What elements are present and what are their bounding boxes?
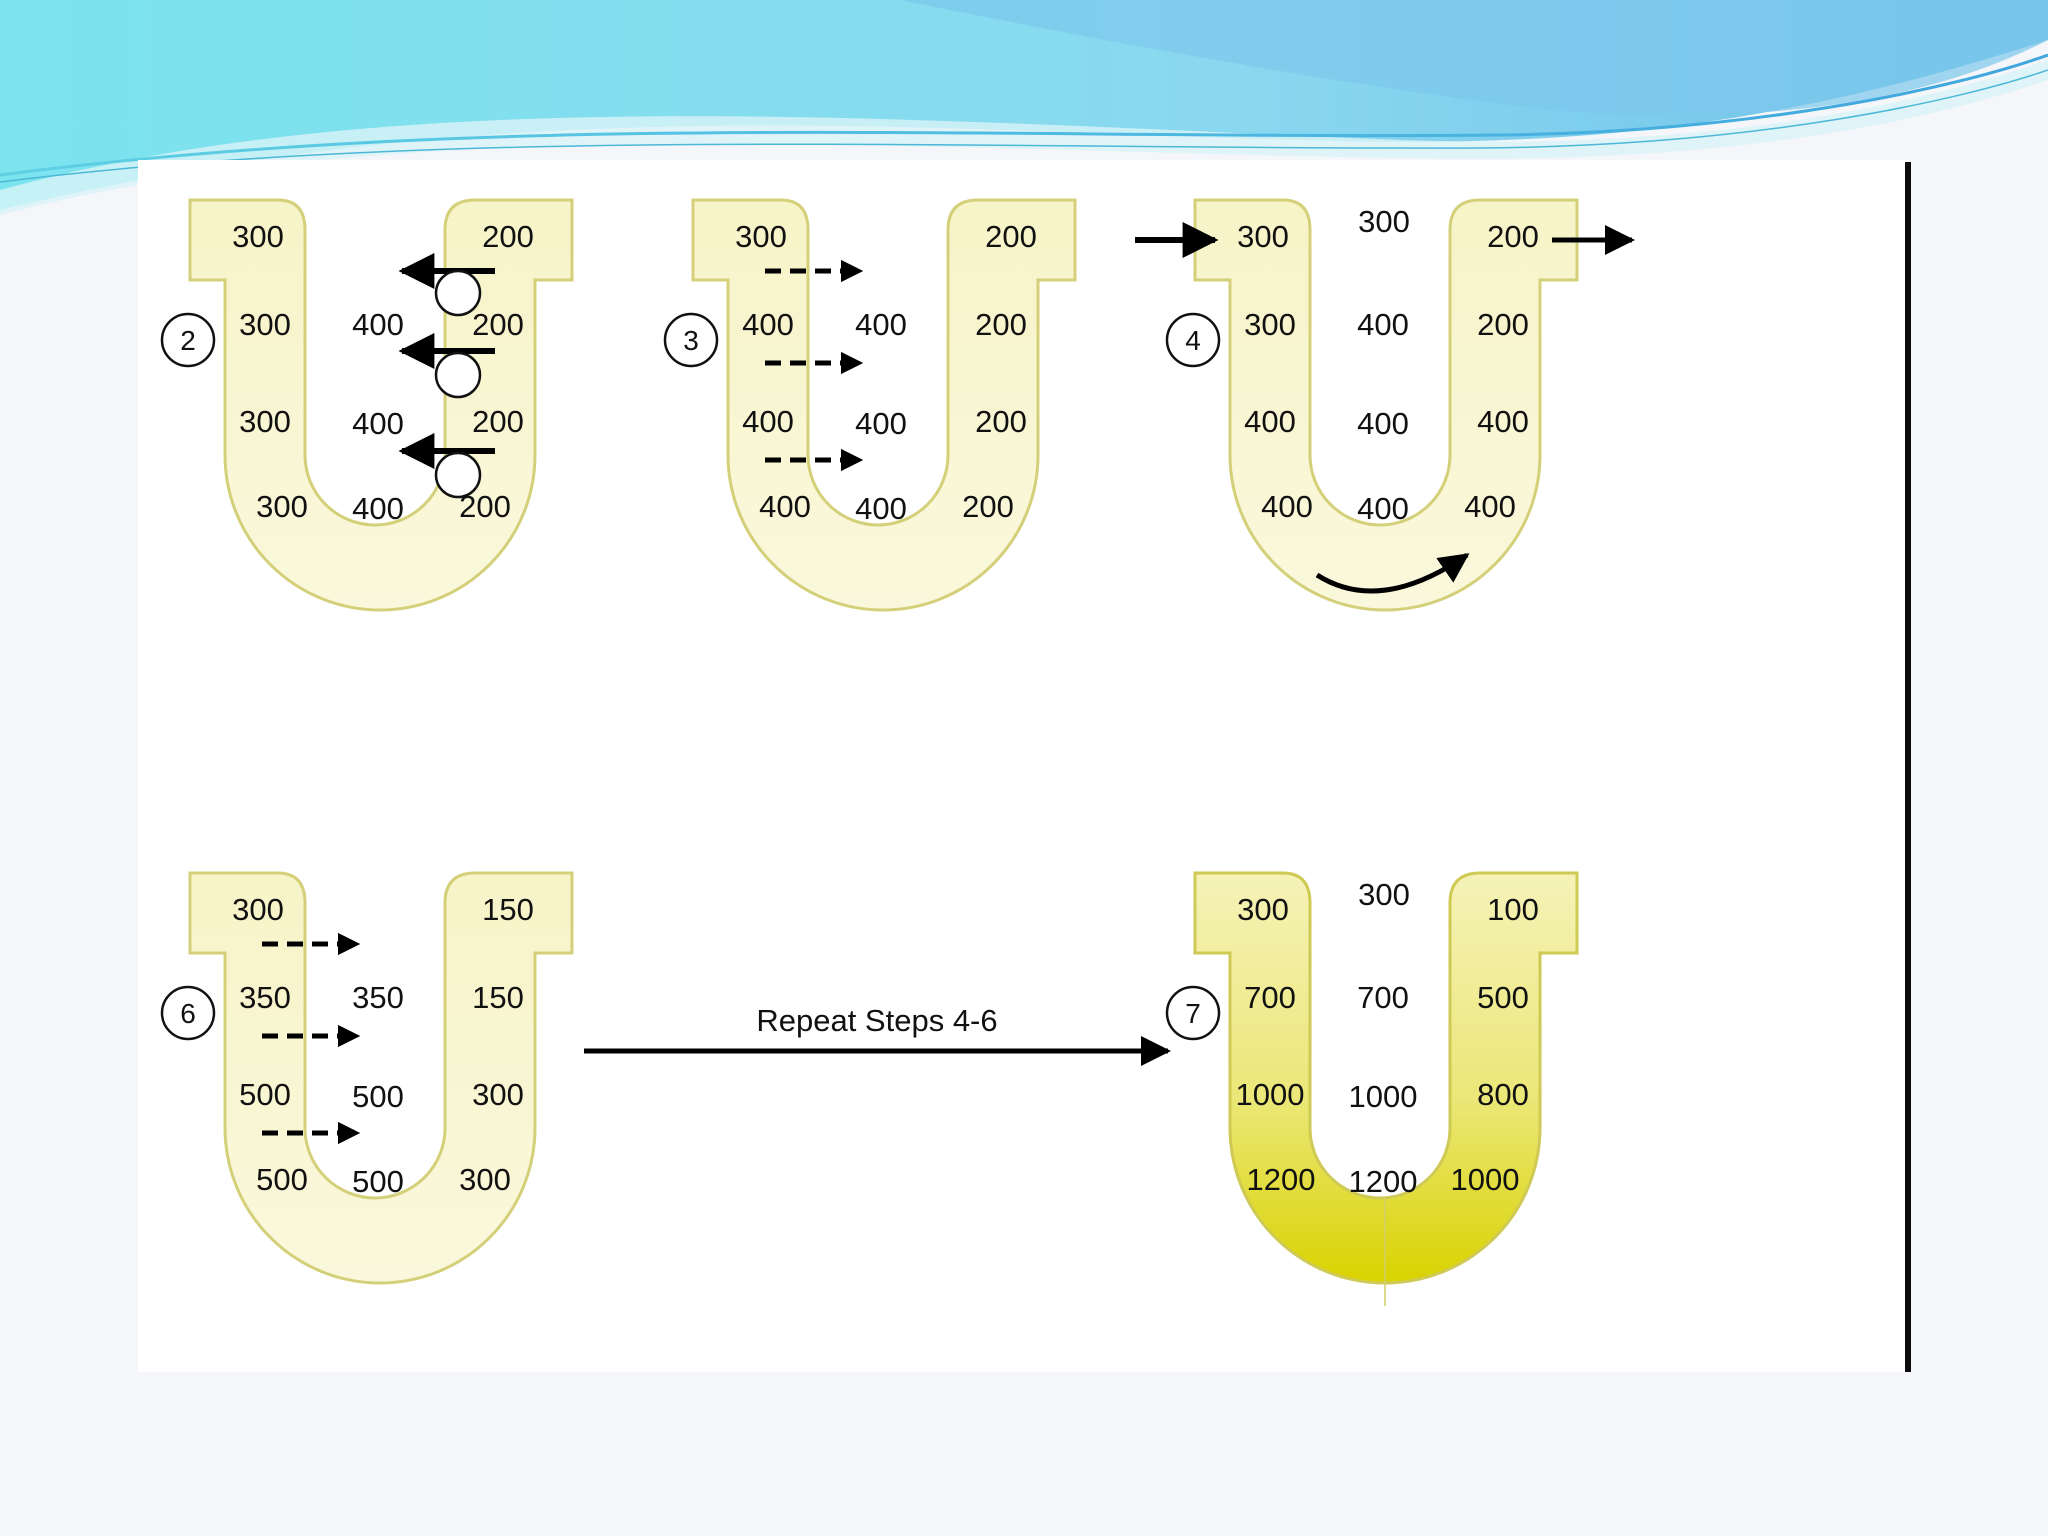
value-row1-left: 300 <box>1244 307 1296 342</box>
value-row1-left: 350 <box>239 980 291 1015</box>
flow-arrows <box>1135 222 1635 594</box>
value-top-left: 300 <box>1237 219 1289 254</box>
svg-text:2: 2 <box>180 325 196 356</box>
value-row2-mid: 400 <box>1357 406 1409 441</box>
step-badge: 4 <box>1165 312 1221 368</box>
value-row1-left: 400 <box>742 307 794 342</box>
value-top-mid: 300 <box>1358 877 1410 912</box>
value-row3-left: 400 <box>1261 489 1313 524</box>
diffusion-arrows <box>262 932 361 1145</box>
value-row1-mid: 350 <box>352 980 404 1015</box>
value-row3-right: 200 <box>962 489 1014 524</box>
value-top-left: 300 <box>232 219 284 254</box>
value-row1-left: 300 <box>239 307 291 342</box>
value-top-left: 300 <box>735 219 787 254</box>
value-top-right: 100 <box>1487 892 1539 927</box>
value-row3-mid: 400 <box>855 491 907 526</box>
value-top-right: 200 <box>482 219 534 254</box>
value-row2-mid: 400 <box>855 406 907 441</box>
u-tube <box>188 871 574 1285</box>
value-row3-left: 400 <box>759 489 811 524</box>
step-badge: 6 <box>160 985 216 1041</box>
value-row2-right: 400 <box>1477 404 1529 439</box>
value-row1-right: 200 <box>975 307 1027 342</box>
value-top-right: 200 <box>1487 219 1539 254</box>
panel-step-4: 4 300 300 200 300 400 200 400 400 400 40… <box>1135 198 1635 612</box>
value-row1-mid: 400 <box>352 307 404 342</box>
value-row1-right: 200 <box>1477 307 1529 342</box>
value-row3-right: 1000 <box>1451 1162 1520 1197</box>
value-row1-right: 150 <box>472 980 524 1015</box>
value-row1-right: 200 <box>472 307 524 342</box>
step-badge: 2 <box>160 312 216 368</box>
svg-text:7: 7 <box>1185 998 1201 1029</box>
value-row3-left: 300 <box>256 489 308 524</box>
repeat-steps-connector: Repeat Steps 4-6 <box>584 1003 1171 1066</box>
value-row3-right: 400 <box>1464 489 1516 524</box>
value-row1-right: 500 <box>1477 980 1529 1015</box>
value-row1-mid: 400 <box>855 307 907 342</box>
value-row2-mid: 400 <box>352 406 404 441</box>
value-top-left: 300 <box>1237 892 1289 927</box>
value-row3-left: 500 <box>256 1162 308 1197</box>
value-row2-mid: 1000 <box>1349 1079 1418 1114</box>
u-tube <box>1193 198 1579 612</box>
value-row2-right: 200 <box>975 404 1027 439</box>
vertical-divider <box>1905 162 1911 1372</box>
value-row3-right: 300 <box>459 1162 511 1197</box>
value-row2-right: 200 <box>472 404 524 439</box>
value-row2-left: 400 <box>1244 404 1296 439</box>
value-row3-mid: 500 <box>352 1164 404 1199</box>
value-row3-mid: 400 <box>352 491 404 526</box>
panel-step-3: 3 300 200 400 400 200 400 400 200 400 40… <box>663 198 1077 612</box>
value-row2-left: 1000 <box>1236 1077 1305 1112</box>
value-top-right: 150 <box>482 892 534 927</box>
panel-step-6: 6 300 150 350 350 150 500 500 300 500 50… <box>160 871 574 1285</box>
value-row1-left: 700 <box>1244 980 1296 1015</box>
svg-text:4: 4 <box>1185 325 1201 356</box>
u-tube <box>1193 871 1579 1285</box>
value-top-mid: 300 <box>1358 204 1410 239</box>
value-row2-left: 300 <box>239 404 291 439</box>
value-row1-mid: 400 <box>1357 307 1409 342</box>
svg-text:6: 6 <box>180 998 196 1029</box>
header-wave-decoration <box>0 0 2048 215</box>
step-badge: 3 <box>663 312 719 368</box>
u-tube <box>691 198 1077 612</box>
transport-arrows <box>398 253 495 499</box>
step-badge: 7 <box>1165 985 1221 1041</box>
value-row3-mid: 400 <box>1357 491 1409 526</box>
value-row2-left: 400 <box>742 404 794 439</box>
value-row2-mid: 500 <box>352 1079 404 1114</box>
value-top-left: 300 <box>232 892 284 927</box>
panel-step-7: 7 300 300 100 700 700 500 1000 1000 800 … <box>1165 871 1579 1306</box>
repeat-steps-label: Repeat Steps 4-6 <box>756 1003 997 1038</box>
diffusion-arrows <box>765 259 864 472</box>
panel-step-2: 2 300 200 300 400 200 300 400 200 300 40… <box>160 198 574 612</box>
value-row2-right: 800 <box>1477 1077 1529 1112</box>
value-row2-left: 500 <box>239 1077 291 1112</box>
value-row2-right: 300 <box>472 1077 524 1112</box>
value-row3-left: 1200 <box>1247 1162 1316 1197</box>
value-row3-mid: 1200 <box>1349 1164 1418 1199</box>
value-row1-mid: 700 <box>1357 980 1409 1015</box>
value-top-right: 200 <box>985 219 1037 254</box>
svg-text:3: 3 <box>683 325 699 356</box>
